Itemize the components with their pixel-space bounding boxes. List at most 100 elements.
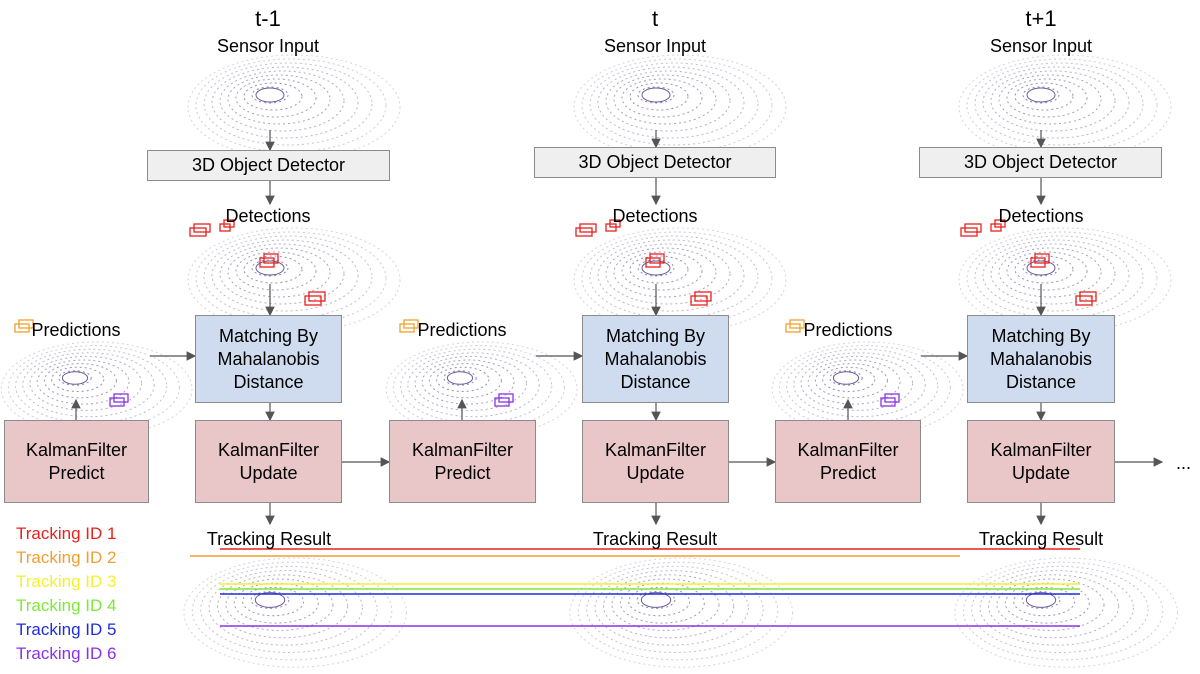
scan-ring (573, 54, 787, 160)
point-cloud (958, 54, 1172, 160)
kalman-update-line-2: Update (626, 462, 685, 483)
scan-ring (251, 86, 289, 104)
scan-ring (43, 363, 117, 399)
scan-ring (966, 231, 1158, 326)
scan-ring (243, 82, 303, 111)
scan-ring (800, 355, 914, 411)
prediction-box (14, 319, 34, 333)
kalman-update-line-2: Update (1011, 462, 1071, 483)
detection-box (990, 219, 1006, 232)
box-face (579, 223, 597, 233)
prediction-box (880, 393, 900, 407)
scan-ring (183, 557, 408, 668)
point-cloud (187, 54, 401, 160)
scan-ring (605, 243, 731, 305)
legend-label: Tracking ID 4 (16, 596, 117, 615)
scan-ring (589, 235, 759, 319)
matching-line-1: Matching By (605, 325, 706, 346)
point-cloud (573, 227, 787, 333)
matching-line-3: Distance (233, 371, 304, 392)
legend-item-tracking-id-1: Tracking ID 1 (16, 524, 116, 544)
legend-label: Tracking ID 6 (16, 644, 117, 663)
kalman-predict-line-2: Predict (434, 462, 491, 483)
point-cloud (183, 557, 408, 668)
scan-ring (814, 363, 888, 399)
scan-ring (407, 352, 540, 418)
scan-ring (428, 363, 502, 399)
scan-ring (7, 345, 180, 430)
scan-ring (51, 366, 105, 393)
object-detector-label: 3D Object Detector (191, 155, 346, 175)
sensor-input-label: Sensor Input (989, 36, 1093, 56)
detection-box (189, 223, 211, 237)
ego-vehicle-gap (255, 260, 285, 276)
kalman-predict-line-1: KalmanFilter (411, 439, 514, 460)
point-cloud (954, 557, 1178, 668)
box-face (694, 291, 712, 302)
scan-ring (392, 345, 565, 430)
matching-line-1: Matching By (218, 325, 319, 346)
scan-ring (208, 570, 363, 646)
kalman-update-line-1: KalmanFilter (604, 439, 707, 460)
detection-box (575, 223, 597, 237)
detections-label: Detections (998, 206, 1084, 226)
scan-ring (613, 247, 717, 298)
legend-item-tracking-id-5: Tracking ID 5 (16, 620, 116, 640)
scan-ring (636, 591, 676, 609)
scan-ring (637, 259, 675, 277)
scan-ring (0, 341, 193, 437)
detection-box (304, 291, 326, 306)
timestep-label: t+1 (1025, 6, 1057, 31)
object-detector-label: 3D Object Detector (578, 152, 732, 172)
tracking-result-label: Tracking Result (206, 529, 332, 549)
scan-ring (203, 62, 373, 146)
detection-box (259, 253, 279, 268)
scan-ring (1006, 78, 1088, 118)
scan-ring (1014, 82, 1074, 111)
scan-ring (235, 251, 317, 291)
box-face (403, 319, 419, 329)
scan-ring (203, 235, 373, 319)
box-face (498, 393, 514, 403)
scan-ring (966, 58, 1158, 153)
box-face (884, 393, 900, 403)
scan-ring (628, 586, 691, 617)
scan-ring (211, 66, 359, 139)
ego-vehicle-gap (640, 592, 672, 608)
scan-ring (793, 352, 926, 418)
detection-box (960, 223, 982, 237)
prediction-box (494, 393, 514, 407)
object-detector-label: 3D Object Detector (963, 152, 1118, 172)
scan-ring (603, 574, 735, 639)
scan-ring (22, 352, 155, 418)
point-cloud (385, 341, 578, 437)
scan-ring (958, 227, 1172, 333)
scan-ring (235, 78, 317, 118)
prediction-box (109, 393, 129, 407)
scan-ring (954, 557, 1178, 668)
scan-ring (421, 359, 515, 405)
scan-ring (586, 565, 764, 654)
box-face (609, 219, 621, 228)
scan-ring (990, 243, 1116, 305)
box-face (649, 253, 665, 264)
legend-label: Tracking ID 5 (16, 620, 117, 639)
detection-box (1030, 253, 1050, 268)
scan-ring (227, 74, 331, 125)
scan-ring (195, 58, 387, 153)
kalman-update-line-2: Update (239, 462, 298, 483)
ego-vehicle-gap (1026, 260, 1056, 276)
kalman-update-line-1: KalmanFilter (990, 439, 1092, 460)
legend-item-tracking-id-3: Tracking ID 3 (16, 572, 116, 592)
detections-label: Detections (612, 206, 698, 226)
scan-ring (611, 578, 720, 631)
ego-vehicle-gap (61, 371, 89, 385)
point-cloud (958, 227, 1172, 333)
